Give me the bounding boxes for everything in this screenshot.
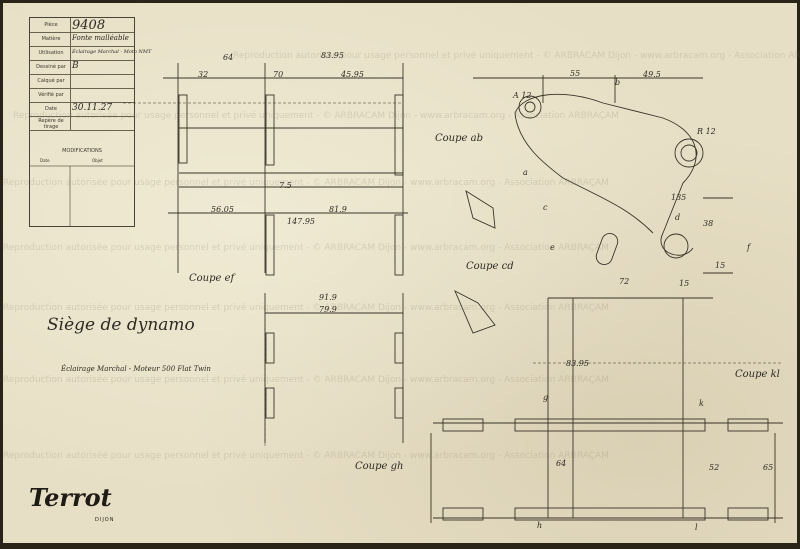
tb-row-calque: Calqué par [30, 74, 134, 89]
section-label-ef: Coupe ef [189, 273, 235, 284]
section-letter: e [550, 243, 555, 252]
drawing-subtitle: Éclairage Marchal - Moteur 500 Flat Twin [61, 365, 211, 373]
dim-label: 64 [556, 459, 567, 468]
terrot-logo: Terrot [29, 483, 112, 512]
dim-label: 70 [273, 70, 284, 79]
section-letter: f [747, 243, 750, 252]
dim-label: 81.9 [329, 205, 347, 214]
watermark-line: Reproduction autorisée pour usage person… [3, 451, 609, 461]
mod-objet-label: Objet [92, 158, 103, 163]
drawing-title: Siège de dynamo [47, 315, 195, 335]
section-label-kl: Coupe kl [735, 369, 780, 380]
dim-label: 15 [679, 279, 690, 288]
section-label-cd: Coupe cd [466, 261, 514, 272]
section-letter: a [523, 168, 528, 177]
section-letter: l [695, 523, 698, 532]
dim-label: 83.95 [566, 359, 589, 368]
mod-date-label: Date [40, 158, 50, 163]
logo-city: DIJON [95, 517, 115, 523]
dim-label: 79.9 [319, 305, 337, 314]
dim-label: 15 [715, 261, 726, 270]
title-block: Pièce 9408 Matière Fonte malléable Utili… [29, 17, 151, 227]
dim-label: 56.05 [211, 205, 234, 214]
dim-label: 38 [703, 219, 714, 228]
tb-row-verifie: Vérifié par [30, 88, 134, 103]
dim-label: 32 [198, 70, 209, 79]
section-label-gh: Coupe gh [355, 461, 404, 472]
dim-label: 52 [709, 463, 720, 472]
tb-row-matiere: Matière Fonte malléable [30, 32, 134, 47]
section-letter: h [537, 521, 543, 530]
dim-label: 65 [763, 463, 774, 472]
blueprint-sheet: Reproduction autorisée pour usage person… [3, 3, 800, 543]
dim-label: 49.5 [643, 70, 661, 79]
dim-label: 7.5 [279, 181, 292, 190]
section-label-ab: Coupe ab [435, 133, 483, 144]
technical-drawing [123, 63, 783, 523]
modifications-header: MODIFICATIONS [62, 148, 102, 154]
section-letter: b [615, 78, 621, 87]
tb-row-piece: Pièce 9408 [30, 18, 134, 33]
watermark-line: Reproduction autorisée pour usage person… [3, 243, 609, 253]
section-letter: d [675, 213, 681, 222]
dim-label: 55 [570, 69, 581, 78]
dim-label: 83.95 [321, 51, 344, 60]
tb-row-dessine: Dessiné par B [30, 60, 134, 75]
section-letter: g [543, 393, 549, 402]
tb-row-repere: Repère de tirage [30, 116, 134, 131]
dim-label: 72 [619, 277, 630, 286]
dim-label: 64 [223, 53, 234, 62]
tb-row-utilisation: Utilisation Éclairage Marchal - Moto NMT [30, 46, 151, 61]
watermark-line: Reproduction autorisée pour usage person… [3, 375, 609, 385]
dim-label: 135 [671, 193, 687, 202]
dim-label: 45.95 [341, 70, 364, 79]
section-letter: c [543, 203, 548, 212]
dim-label: R 12 [697, 127, 716, 136]
mod-grid [30, 165, 134, 226]
watermark-line: Reproduction autorisée pour usage person… [3, 178, 609, 188]
tb-row-date: Date 30.11.27 [30, 102, 134, 117]
section-letter: k [699, 399, 704, 408]
dim-label: 147.95 [287, 217, 315, 226]
dim-label: 91.9 [319, 293, 337, 302]
dim-label: A 12 [513, 91, 532, 100]
watermark-line: Reproduction autorisée pour usage person… [13, 111, 619, 121]
watermark-line: Reproduction autorisée pour usage person… [233, 51, 800, 61]
watermark-line: Reproduction autorisée pour usage person… [3, 303, 609, 313]
